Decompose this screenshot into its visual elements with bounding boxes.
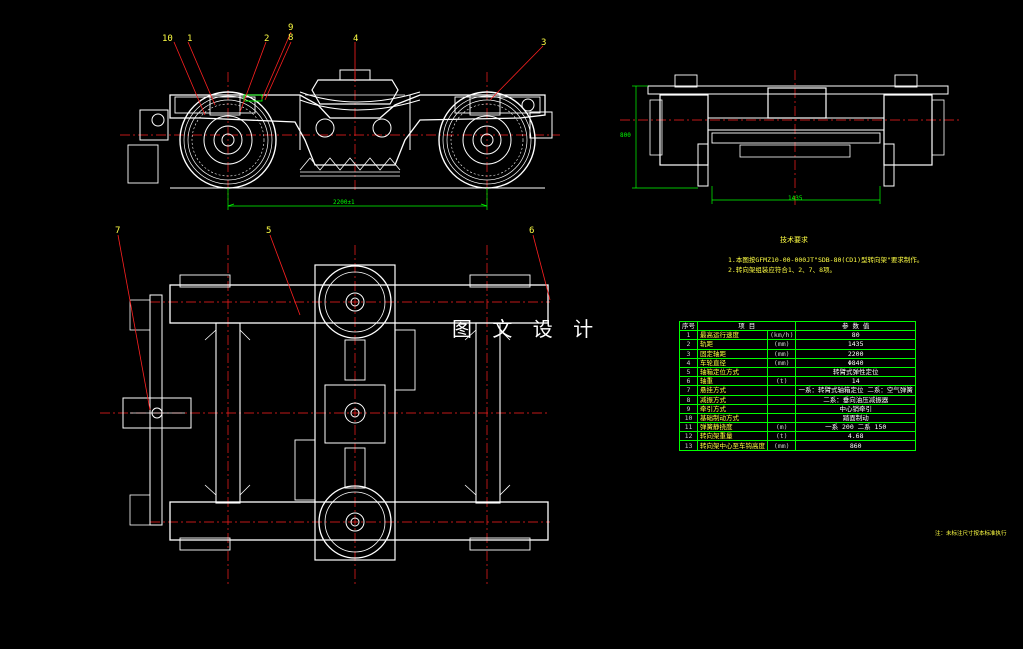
spec-no: 3 — [679, 348, 698, 359]
spec-name: 牵引方式 — [697, 403, 768, 414]
callout-8: 8 — [288, 33, 294, 43]
spec-value: 中心销牵引 — [795, 403, 916, 414]
spec-name: 轴重 — [697, 376, 768, 387]
spec-unit: (mm) — [766, 339, 797, 350]
spec-unit — [766, 403, 797, 414]
callout-4: 4 — [353, 34, 359, 44]
spec-header-item: 项 目 — [696, 320, 797, 332]
callout-2: 2 — [264, 34, 270, 44]
spec-header-value: 参 数 值 — [795, 320, 916, 332]
wheelbase-dimension: 2200±1 — [333, 199, 355, 206]
spec-header-row: 序号 项 目 参 数 值 — [679, 320, 916, 332]
spec-name: 弹簧静挠度 — [697, 422, 768, 433]
spec-header-no: 序号 — [679, 320, 698, 332]
callout-9: 9 — [288, 23, 294, 33]
spec-unit: (mm) — [766, 348, 797, 359]
spec-unit — [766, 412, 797, 424]
watermark: 图 文 设 计 — [452, 317, 601, 341]
spec-name: 轴箱定位方式 — [697, 366, 768, 378]
spec-unit: (mm) — [766, 440, 797, 451]
spec-no: 9 — [679, 403, 698, 414]
callout-3: 3 — [541, 38, 547, 48]
spec-name: 减振方式 — [697, 394, 768, 405]
spec-no: 6 — [679, 376, 698, 387]
spec-no: 5 — [679, 366, 698, 378]
tech-requirement-1: 1.本图按GFMZ10-00-000JT"SDB-80(CD1)型转向架"要求制… — [728, 256, 924, 264]
spec-no: 12 — [679, 431, 698, 442]
spec-name: 转向架中心至车钩高度 — [697, 440, 768, 451]
spec-value: Φ840 — [795, 357, 916, 368]
callout-6: 6 — [529, 226, 535, 236]
tech-requirement-2: 2.转向架组装应符合1、2、7、8项。 — [728, 266, 836, 274]
callout-10: 10 — [162, 34, 173, 44]
height-dimension: 800 — [620, 132, 631, 139]
spec-no: 10 — [679, 412, 698, 424]
callout-5: 5 — [266, 226, 272, 236]
plan-view — [100, 234, 551, 585]
width-dimension: 1435 — [788, 195, 803, 202]
spec-unit: (t) — [766, 376, 797, 387]
spec-value: 一系：转臂式轴箱定位 二系：空气弹簧 — [795, 385, 916, 396]
spec-value: 二系：垂向油压减振器 — [795, 394, 916, 405]
spec-name: 固定轴距 — [697, 348, 768, 359]
spec-unit: (m) — [766, 422, 797, 433]
spec-unit — [766, 394, 797, 405]
spec-value: 转臂式弹性定位 — [795, 366, 916, 378]
spec-value: 踏面制动 — [795, 412, 916, 424]
spec-no: 11 — [679, 422, 698, 433]
spec-no: 4 — [679, 357, 698, 368]
spec-unit — [766, 385, 797, 396]
spec-no: 2 — [679, 339, 698, 350]
spec-name: 转向架重量 — [697, 431, 768, 442]
spec-no: 13 — [679, 440, 698, 451]
spec-unit: (t) — [766, 431, 797, 442]
end-view — [620, 70, 960, 205]
spec-value: 1435 — [795, 339, 916, 350]
spec-name: 轨距 — [697, 339, 768, 350]
spec-value: 一系 200 二系 150 — [795, 422, 916, 433]
callout-1: 1 — [187, 34, 193, 44]
drawing-note: 注：未标注尺寸按本标准执行 — [935, 531, 1007, 537]
side-view — [120, 31, 560, 210]
spec-unit: (mm) — [766, 357, 797, 368]
spec-value: 80 — [795, 330, 916, 341]
spec-name: 悬挂方式 — [697, 385, 768, 396]
spec-value: 14 — [795, 376, 916, 387]
spec-unit: (km/h) — [766, 330, 797, 341]
spec-no: 1 — [679, 330, 698, 341]
spec-no: 8 — [679, 394, 698, 405]
spec-value: 2200 — [795, 348, 916, 359]
spec-name: 基础制动方式 — [697, 412, 768, 424]
spec-unit — [766, 366, 797, 378]
callout-7: 7 — [115, 226, 121, 236]
tech-requirements-title: 技术要求 — [780, 236, 808, 244]
spec-value: 4.68 — [795, 431, 916, 442]
spec-value: 860 — [795, 440, 916, 451]
spec-name: 车轮直径 — [697, 357, 768, 368]
spec-no: 7 — [679, 385, 698, 396]
spec-name: 最高运行速度 — [697, 330, 768, 341]
